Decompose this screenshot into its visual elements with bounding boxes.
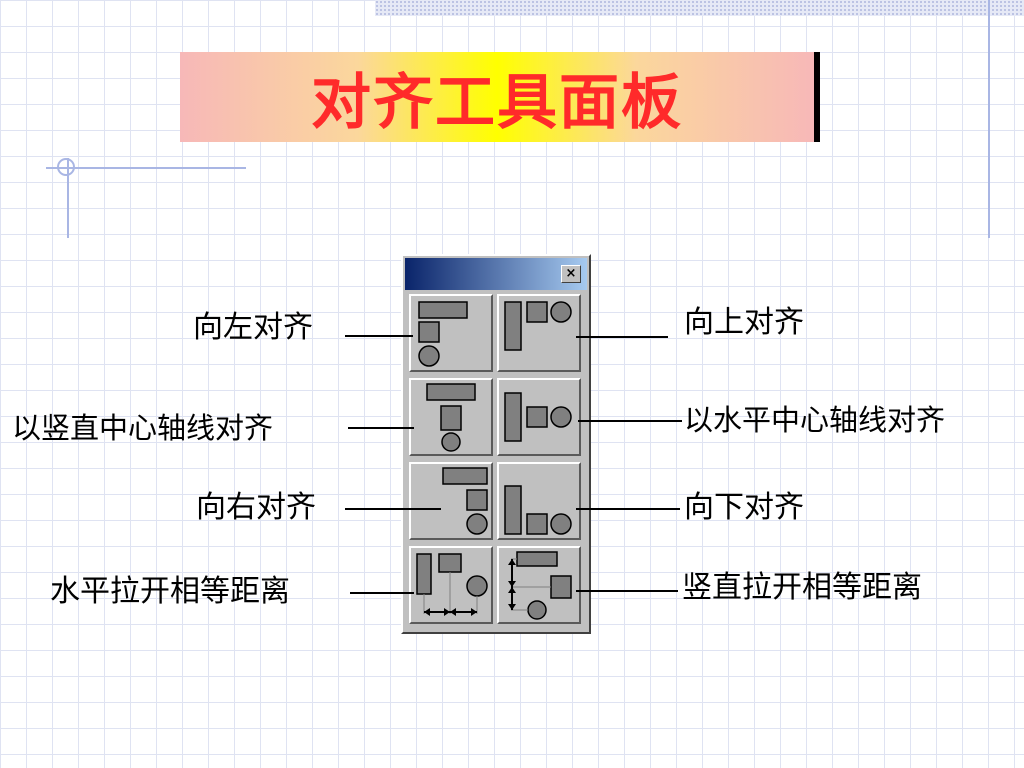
label-distribute-vertical: 竖直拉开相等距离 (682, 570, 922, 605)
slide-title: 对齐工具面板 (311, 67, 683, 138)
align-left-button[interactable] (409, 294, 493, 372)
connector-align-bottom (576, 508, 680, 510)
left-decor-hline (46, 167, 246, 169)
palette-titlebar[interactable]: × (405, 258, 587, 290)
connector-align-vertical-center (348, 427, 414, 429)
label-align-bottom: 向下对齐 (684, 490, 804, 525)
decor-circle-icon (57, 158, 75, 176)
distribute-vertical-button[interactable] (497, 546, 581, 624)
close-button[interactable]: × (561, 265, 581, 283)
align-bottom-icon (504, 485, 572, 535)
align-horizontal-center-icon (504, 392, 572, 442)
label-align-vertical-center: 以竖直中心轴线对齐 (12, 411, 274, 445)
align-tool-palette: × (401, 254, 591, 634)
distribute-vertical-icon (508, 551, 572, 620)
connector-align-top (576, 336, 668, 338)
align-top-icon (504, 301, 572, 351)
connector-align-left (345, 335, 413, 337)
align-horizontal-center-button[interactable] (497, 378, 581, 456)
distribute-horizontal-icon (416, 553, 488, 616)
connector-align-right (345, 508, 441, 510)
label-align-left: 向左对齐 (193, 310, 313, 345)
left-decor-vline (67, 158, 69, 238)
connector-align-horizontal-center (578, 420, 682, 422)
align-bottom-button[interactable] (497, 462, 581, 540)
label-align-right: 向右对齐 (196, 490, 316, 525)
connector-distribute-vertical (576, 590, 678, 592)
title-banner: 对齐工具面板 (180, 52, 814, 142)
align-vertical-center-button[interactable] (409, 378, 493, 456)
align-right-icon (442, 467, 488, 535)
label-align-horizontal-center: 以水平中心轴线对齐 (684, 403, 946, 437)
right-decor-line (988, 0, 990, 238)
label-distribute-horizontal: 水平拉开相等距离 (50, 574, 290, 609)
align-right-button[interactable] (409, 462, 493, 540)
top-decor-band (375, 0, 1024, 16)
align-vertical-center-icon (426, 383, 476, 452)
align-top-button[interactable] (497, 294, 581, 372)
connector-distribute-horizontal (350, 592, 414, 594)
align-left-icon (418, 301, 468, 367)
label-align-top: 向上对齐 (684, 305, 804, 340)
close-icon: × (565, 266, 577, 281)
distribute-horizontal-button[interactable] (409, 546, 493, 624)
